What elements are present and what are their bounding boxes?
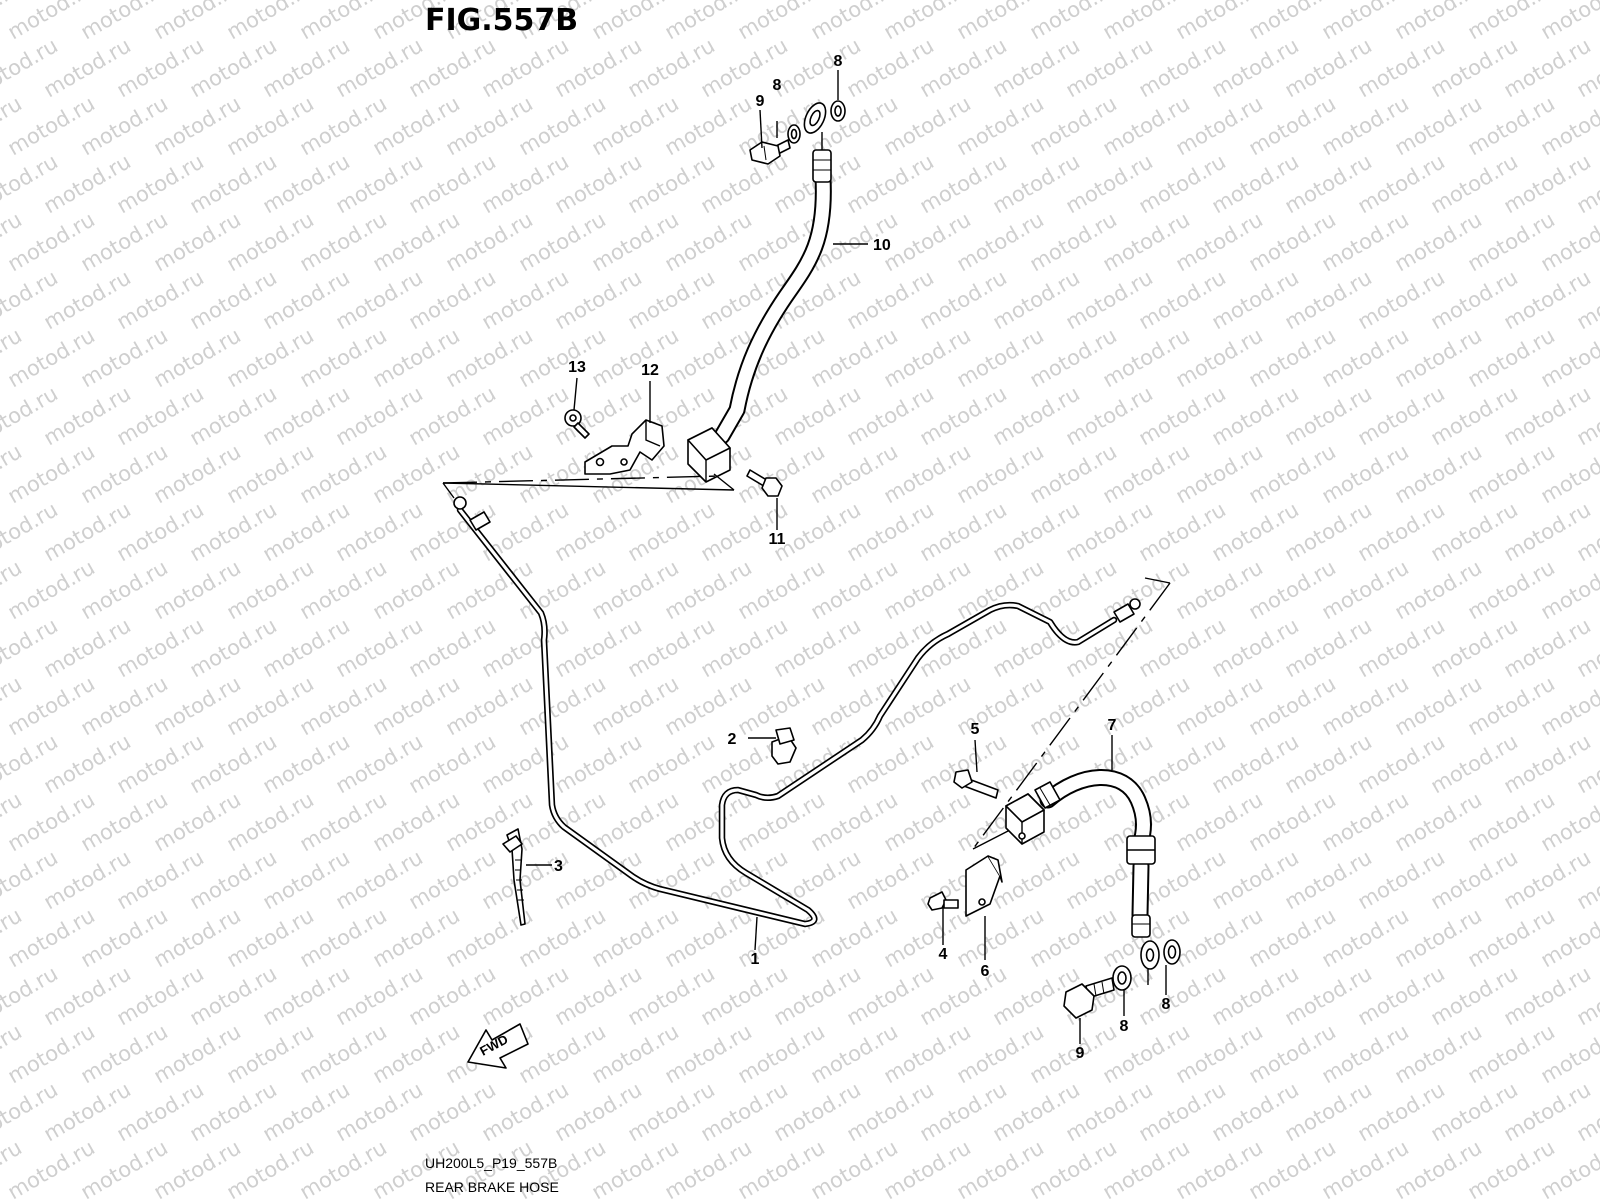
clamp-part-12 — [584, 419, 665, 475]
watermark-text: motod.ru — [1537, 0, 1600, 44]
callout-numbers: 9 8 8 10 13 12 11 2 3 1 5 7 4 6 8 8 9 — [554, 53, 1171, 1062]
callout-8-bottom-left: 8 — [1120, 1018, 1129, 1035]
callout-7: 7 — [1108, 717, 1117, 734]
callout-1: 1 — [751, 951, 760, 968]
clip-part-2 — [771, 727, 797, 765]
washer-part-8-top-left — [787, 124, 801, 144]
bolt-part-4 — [927, 891, 959, 911]
brake-hose-part-10 — [687, 102, 832, 483]
figure-code: UH200L5_P19_557B — [425, 1155, 557, 1171]
callout-6: 6 — [981, 963, 990, 980]
callout-8-top-right: 8 — [834, 53, 843, 70]
callout-11: 11 — [769, 531, 786, 548]
brake-pipe-part-1 — [453, 496, 1141, 928]
bracket-part-6 — [965, 855, 1003, 917]
washer-part-8-top-right — [830, 100, 846, 122]
callout-3: 3 — [554, 858, 563, 875]
callout-13: 13 — [568, 359, 586, 376]
callout-4: 4 — [939, 946, 948, 963]
callout-leaders — [526, 70, 1167, 1044]
brake-hose-part-7 — [1005, 769, 1160, 985]
callout-12: 12 — [641, 362, 659, 379]
callout-8-bottom-right: 8 — [1162, 996, 1171, 1013]
callout-9-top: 9 — [756, 93, 765, 110]
upper-hose-assembly — [564, 100, 846, 497]
forward-direction-arrow: FWD — [467, 1023, 529, 1069]
callout-5: 5 — [971, 721, 980, 738]
bolt-part-13 — [564, 409, 590, 439]
figure-title: FIG.557B — [425, 3, 578, 38]
callout-2: 2 — [728, 731, 737, 748]
callout-9-bottom: 9 — [1076, 1045, 1085, 1062]
washer-part-8-lower-right — [1163, 939, 1181, 965]
callout-10: 10 — [873, 237, 891, 254]
washer-part-8-lower-left — [1112, 965, 1132, 991]
lower-hose-assembly — [927, 769, 1181, 1019]
figure-caption: REAR BRAKE HOSE — [425, 1179, 559, 1195]
bolt-part-5 — [953, 769, 999, 799]
reference-lines — [442, 473, 1171, 850]
union-bolt-part-9-bottom — [1063, 977, 1115, 1019]
bolt-part-11 — [746, 469, 783, 497]
callout-8-top-left: 8 — [773, 77, 782, 94]
cable-tie-part-3 — [502, 828, 526, 926]
